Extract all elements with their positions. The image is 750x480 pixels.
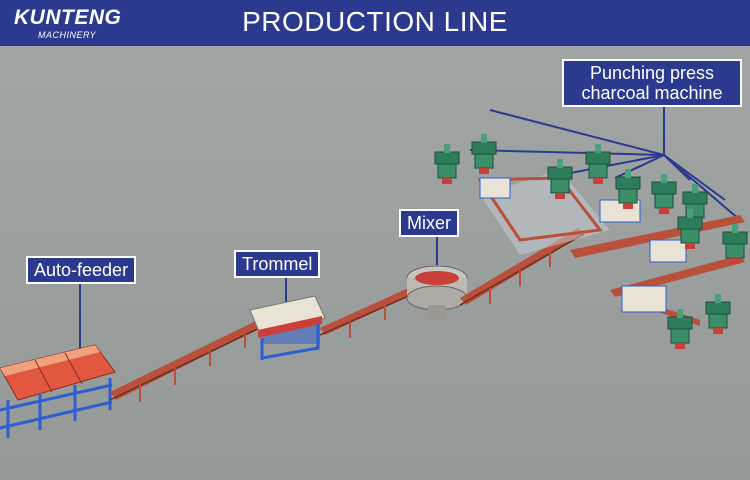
kunteng-logo: KUNTENG MACHINERY (8, 4, 128, 42)
page-title: PRODUCTION LINE (242, 6, 508, 37)
logo-brand: KUNTENG (14, 6, 122, 29)
auto-feeder-machine (0, 344, 116, 438)
mixer-machine (406, 265, 468, 319)
logo-sub: MACHINERY (38, 30, 97, 40)
conveyor-feeder-trommel (109, 318, 269, 402)
mixer-label: Mixer (399, 209, 459, 237)
trommel-machine (249, 295, 326, 360)
press-callout-lines (469, 103, 741, 221)
conveyor-trommel-mixer (319, 285, 421, 338)
auto-feeder-label: Auto-feeder (26, 256, 137, 284)
press-area (434, 133, 748, 350)
header-bar: KUNTENG MACHINERY PRODUCTION LINE (0, 0, 750, 46)
conveyor-mixer-press (459, 228, 585, 306)
trommel-label: Trommel (234, 250, 321, 278)
press-machine-label: Punching press charcoal machine (562, 59, 742, 107)
